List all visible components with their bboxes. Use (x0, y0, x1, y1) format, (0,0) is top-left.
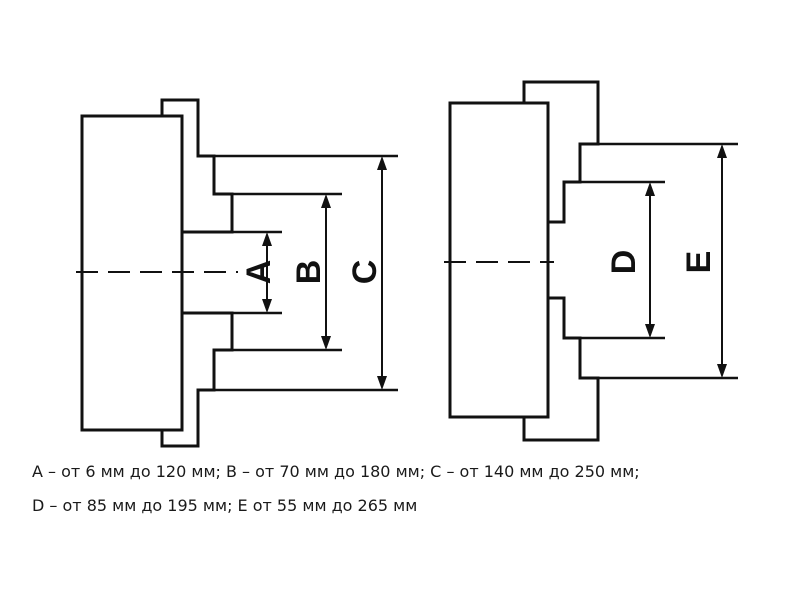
left-jaw-lower (160, 311, 234, 448)
arrow-b-bottom (321, 336, 331, 350)
right-chuck-body (448, 101, 550, 419)
dimension-label-c: C (346, 260, 384, 285)
right-jaw-upper (522, 80, 600, 224)
arrow-b-top (321, 194, 331, 208)
arrow-c-bottom (377, 376, 387, 390)
caption-line-1: A – от 6 мм до 120 мм; B – от 70 мм до 1… (32, 462, 640, 481)
caption-line-2: D – от 85 мм до 195 мм; E от 55 мм до 26… (32, 496, 418, 515)
left-chuck-figure: A B C (76, 98, 398, 448)
left-jaw-upper (160, 98, 234, 234)
arrow-a-bottom (262, 299, 272, 313)
right-chuck-figure: D E (444, 80, 738, 442)
dimension-label-d: D (605, 250, 643, 275)
arrow-a-top (262, 232, 272, 246)
dimension-label-e: E (680, 251, 718, 274)
dimension-label-b: B (290, 260, 328, 285)
arrow-d-bottom (645, 324, 655, 338)
dimension-label-a: A (240, 260, 278, 285)
arrow-c-top (377, 156, 387, 170)
arrow-e-bottom (717, 364, 727, 378)
arrow-e-top (717, 144, 727, 158)
right-jaw-lower (522, 296, 600, 442)
arrow-d-top (645, 182, 655, 196)
